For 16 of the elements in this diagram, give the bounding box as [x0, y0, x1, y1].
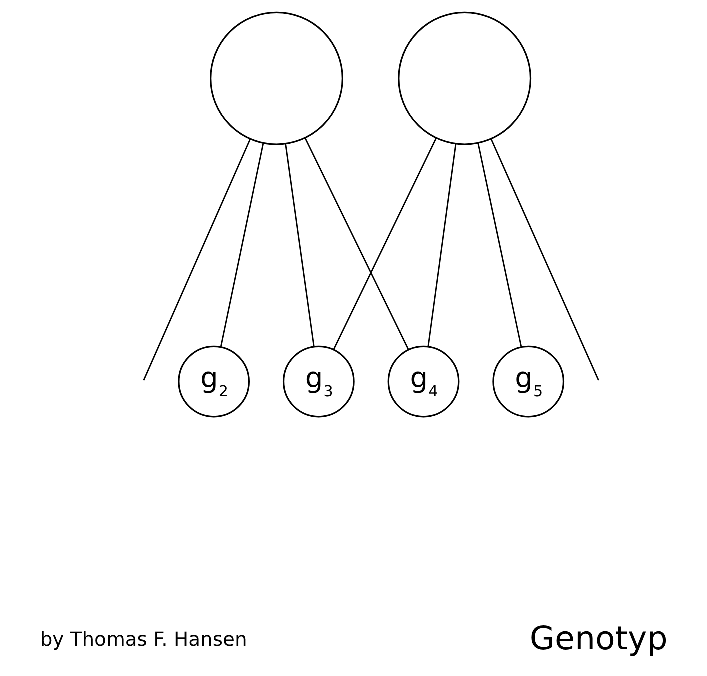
- connector: [428, 144, 457, 347]
- label: Genotyp: [530, 619, 668, 658]
- connector: [304, 138, 410, 350]
- node-circle: g$_{4}$: [388, 346, 460, 418]
- node-circle: g$_{5}$: [492, 346, 565, 418]
- connector: [333, 138, 437, 350]
- node-circle: g$_{3}$: [282, 346, 355, 418]
- connector: [478, 143, 522, 348]
- node-circle: [210, 12, 344, 146]
- connector: [490, 138, 600, 381]
- connector: [143, 138, 252, 381]
- connector: [285, 144, 315, 347]
- connector: [220, 143, 264, 348]
- label: by Thomas F. Hansen: [40, 628, 248, 651]
- node-circle: g$_{2}$: [178, 346, 250, 418]
- node-circle: [398, 12, 532, 146]
